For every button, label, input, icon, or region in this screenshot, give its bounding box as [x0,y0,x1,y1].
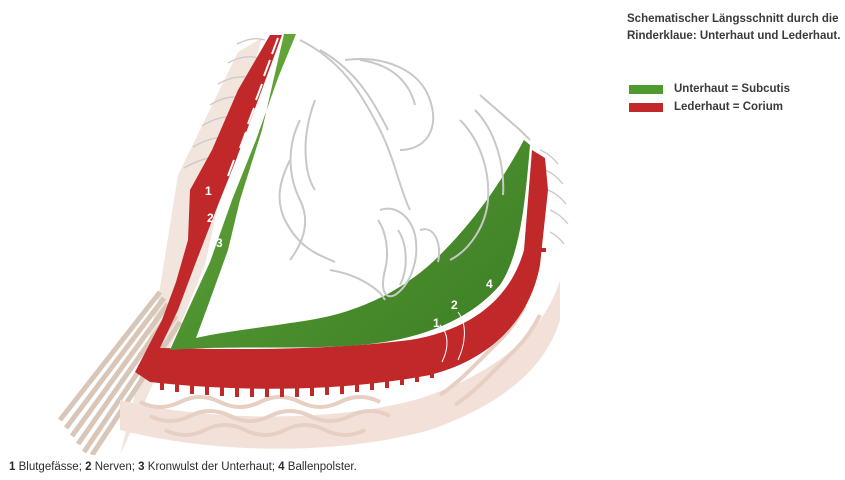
label-4-digital-cushion: 4 [486,277,493,291]
legend-item-subcutis: Unterhaut = Subcutis [629,82,790,96]
label-1-blood-vessels-sole: 1 [433,316,440,330]
legend-label: Unterhaut = Subcutis [674,83,790,95]
figure-caption: 1 Blutgefässe; 2 Nerven; 3 Kronwulst der… [9,461,357,473]
caption-text: Nerven; [92,461,139,473]
caption-text: Ballenpolster. [285,461,357,473]
legend-label: Lederhaut = Corium [674,101,783,113]
label-2-nerves-sole: 2 [451,298,458,312]
legend-title: Schematischer Längsschnitt durch die Rin… [627,11,842,45]
label-1-blood-vessels: 1 [205,184,212,198]
caption-text: Kronwulst der Unterhaut; [145,461,279,473]
label-2-nerves: 2 [207,211,214,225]
subcutis-swatch [629,85,663,94]
caption-text: Blutgefässe; [15,461,85,473]
hoof-cross-section-diagram: 1 2 3 1 2 4 [0,0,620,455]
label-3-coronary-cushion: 3 [216,236,223,250]
corium-swatch [629,103,663,112]
legend-item-corium: Lederhaut = Corium [629,100,783,114]
horn-wall-stripes [60,38,262,455]
